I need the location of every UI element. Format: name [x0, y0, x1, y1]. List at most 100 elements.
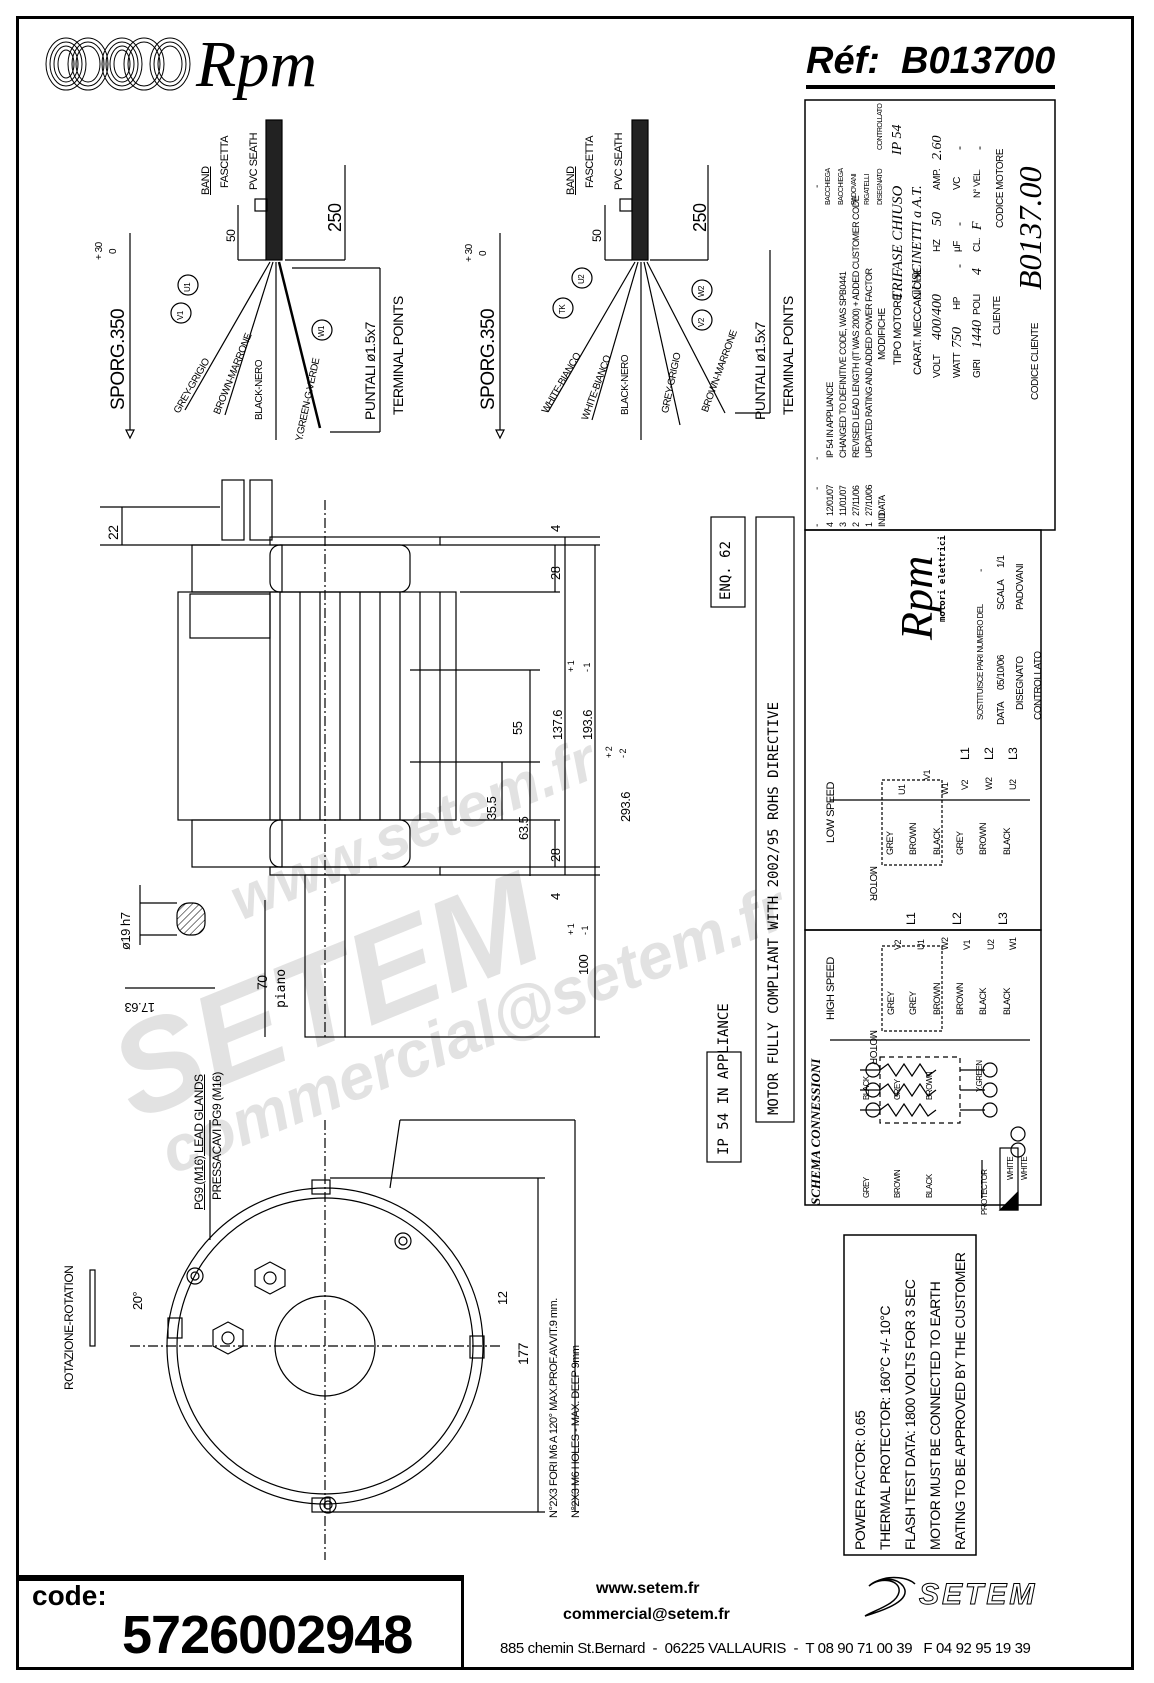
low-wire-5: BLACK — [1002, 827, 1012, 855]
rev-desc-2: CHANGED TO DEFINITIVE CODE, WAS SPB0441 — [838, 271, 848, 458]
rev-header-modifiche: MODIFICHE — [877, 308, 888, 360]
lead2-term-w2: W2 — [697, 286, 706, 297]
cl-label: CL. — [972, 237, 983, 252]
shaft-flat: 17.63 — [125, 1000, 156, 1015]
note-rating: RATING TO BE APPROVED BY THE CUSTOMER — [952, 1252, 968, 1550]
dim-193-tol-minus: - 1 — [582, 662, 592, 672]
high-wire-4: BLACK — [978, 987, 988, 1015]
lead1-term-v1: V1 — [176, 311, 185, 320]
codice-cliente-label: CODICE CLIENTE — [1030, 323, 1041, 400]
high-line-l1: L1 — [904, 912, 918, 925]
lead2-tol-minus: 0 — [478, 250, 489, 256]
sostituisce-label: SOSTITUISCE PARI NUMERO DEL — [976, 604, 985, 720]
disegnato-value: PADOVANI — [1015, 563, 1026, 610]
lead-glands-en: PG9 (M16) LEAD GLANDS — [192, 1074, 206, 1210]
low-line-l3: L3 — [1006, 747, 1020, 760]
amp-value: 2.60 — [930, 135, 945, 161]
giri-label: GIRI — [972, 359, 983, 378]
lead2-term-u2: U2 — [577, 274, 586, 284]
rev-ind-4: 1 — [864, 522, 874, 527]
company-address: 885 chemin St.Bernard - 06225 VALLAURIS … — [500, 1640, 1031, 1657]
dim-4-bottom: 4 — [548, 893, 563, 900]
low-wire-0: GREY — [885, 831, 895, 855]
lead1-tol-minus: 0 — [108, 248, 119, 254]
note-earth: MOTOR MUST BE CONNECTED TO EARTH — [927, 1281, 943, 1550]
angle-20: 20° — [130, 1291, 145, 1310]
drawing-frame — [16, 16, 1134, 1670]
low-wire-3: GREY — [955, 831, 965, 855]
rev-data-0: - — [812, 487, 823, 490]
company-logo-name: Rpm — [891, 555, 942, 640]
poli-value: 4 — [970, 268, 985, 275]
rev-ind-1: 4 — [825, 522, 835, 527]
reference-label: Réf: — [806, 40, 880, 82]
protection-rating: IP 54 — [890, 124, 905, 155]
high-wire-0: GREY — [886, 991, 896, 1015]
rev-dis-4: RIGATELLI — [864, 174, 871, 205]
product-code: 5726002948 — [122, 1605, 413, 1665]
rpm-logo: Rpm — [44, 32, 364, 102]
email-link[interactable]: commercial@setem.fr — [563, 1606, 730, 1623]
low-wire-1: BROWN — [908, 823, 918, 855]
carat-value: CUSCINETTI a A.T. — [910, 185, 925, 300]
brand-name: Rpm — [196, 28, 317, 101]
high-line-l2: L2 — [950, 912, 964, 925]
lead1-puntali: PUNTALI ø1.5x7 — [362, 322, 378, 420]
hz-value: 50 — [930, 212, 945, 226]
company-logo-subtitle: motori elettrici — [938, 535, 948, 622]
codice-motore-value: B0137.00 — [1012, 166, 1048, 290]
rev-data-2: 11/01/07 — [838, 485, 848, 516]
lead2-terminal-points: TERMINAL POINTS — [780, 296, 796, 415]
cliente-label: CLIENTE — [992, 296, 1003, 335]
giri-value: 1440 — [970, 320, 985, 348]
high-wire-2: BROWN — [932, 983, 942, 1015]
setem-swirl-icon — [864, 1576, 916, 1617]
dim-12: 12 — [495, 1291, 510, 1305]
dim-177: 177 — [515, 1343, 531, 1365]
lead2-puntali: PUNTALI ø1.5x7 — [752, 322, 768, 420]
lead1-band: BAND — [200, 166, 212, 195]
rev-header-disegnato: DISEGNATO — [877, 168, 884, 205]
dim-100: 100 — [576, 954, 591, 975]
nvel-value: - — [972, 146, 986, 151]
rohs-note: MOTOR FULLY COMPLIANT WITH 2002/95 ROHS … — [766, 701, 782, 1115]
rev-ind-0: - — [812, 524, 823, 527]
rev-ind-3: 2 — [851, 522, 861, 527]
coil-in-2: BLACK — [925, 1174, 934, 1198]
rev-dis-0: - — [812, 185, 823, 188]
dim-70: 70 — [254, 975, 270, 990]
high-line-l3: L3 — [996, 912, 1010, 925]
data-label: DATA — [996, 701, 1007, 725]
piano-label: piano — [274, 968, 289, 1008]
high-term-0: V2 — [893, 939, 903, 950]
website-link[interactable]: www.setem.fr — [596, 1580, 700, 1597]
protector-wire-1: WHITE — [1020, 1156, 1029, 1180]
motor-label-high: MOTOR — [867, 1030, 878, 1065]
setem-logo: SETEM — [855, 1570, 1115, 1620]
lead1-term-u1: U1 — [183, 282, 192, 292]
low-term-v2: V2 — [960, 779, 970, 790]
dim-293-tol-plus: + 2 — [604, 746, 614, 758]
low-line-l1: L1 — [958, 747, 972, 760]
tipo-motore-value: TRIFASE CHIUSO — [890, 185, 906, 300]
low-term-w1: W1 — [940, 782, 950, 796]
dim-293-tol-minus: - 2 — [618, 748, 628, 758]
dim-100-tol-minus: - 1 — [580, 925, 590, 935]
rev-desc-4: UPDATED RATING AND ADDED POWER FACTOR — [864, 268, 874, 458]
lead1-term-w1: W1 — [317, 326, 326, 337]
scala-label: SCALA — [996, 579, 1007, 610]
setem-wordmark: SETEM — [918, 1578, 1038, 1612]
lead2-pvc: PVC SEATH — [613, 132, 625, 190]
dim-193-tol-plus: + 1 — [566, 660, 576, 672]
lead1-pvc: PVC SEATH — [248, 132, 260, 190]
lead2-sporg: SPORG.350 — [478, 308, 499, 410]
uf-value: - — [952, 222, 966, 227]
coil-out-0: BLACK — [862, 1076, 871, 1100]
tipo-motore-label: TIPO MOTORE — [892, 293, 904, 365]
rev-desc-0: - — [812, 457, 823, 460]
low-term-w2: W2 — [984, 777, 994, 791]
dim-28-bottom: 28 — [548, 848, 563, 862]
holes-en: N°2X3 M6 HOLES - MAX. DEEP 9mm — [570, 1345, 582, 1518]
lead1-terminal-points: TERMINAL POINTS — [390, 296, 406, 415]
rev-desc-1: IP 54 IN APPLIANCE — [825, 382, 835, 458]
